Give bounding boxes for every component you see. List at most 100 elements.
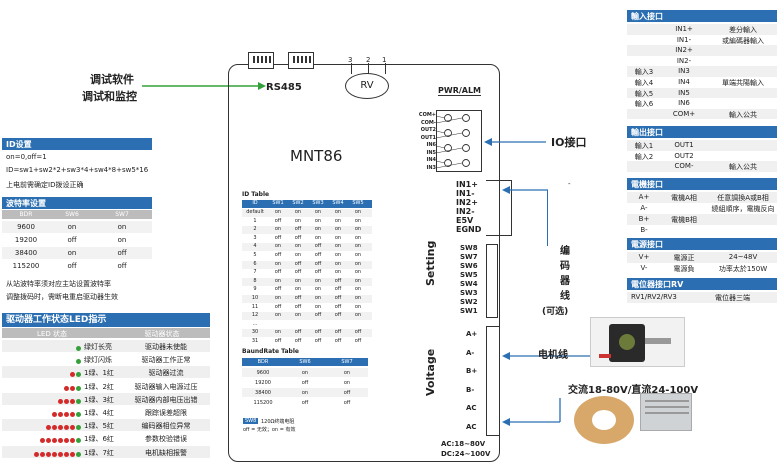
encoder-char-3: 器: [560, 276, 570, 287]
motor-power-arrows: [502, 352, 592, 426]
enc-pin-e5v: E5V: [456, 216, 474, 225]
power-motor-terminal[interactable]: [486, 326, 500, 436]
baud-note-2: 调整拨码时，需断电重启驱动器生效: [6, 293, 118, 301]
io-pin-in6: IN6: [426, 142, 436, 148]
model-name: MNT86: [290, 147, 343, 165]
led-indicator-dots: [76, 356, 82, 365]
led-row: 1绿、4红跟踪误差超限: [2, 406, 210, 418]
power-supply-label: 交流18-80V/直流24-100V: [568, 385, 699, 396]
io-pin-in5: IN5: [426, 149, 436, 156]
led-indicator-dots: [40, 435, 82, 444]
led-row: 1绿、7红电机缺相报警: [2, 445, 210, 458]
led-status-text: 驱动器过流: [148, 369, 184, 378]
io-arrow: [484, 138, 546, 146]
io-connector[interactable]: [436, 110, 482, 172]
motor-line-label: 电机线: [538, 350, 568, 361]
driver-body: [228, 64, 500, 462]
led-state-text: 绿灯长亮: [84, 343, 112, 351]
rs485-label: RS485: [266, 82, 302, 93]
io-pin-in3: IN3: [426, 164, 436, 171]
led-indicator-dots: [46, 422, 82, 431]
power-row: V-電源負功率太於150W: [640, 264, 768, 273]
io-pin-out1: OUT1: [420, 134, 436, 141]
io-pin-com-plus: COM+: [418, 112, 436, 118]
rv-potentiometer[interactable]: RV: [345, 73, 389, 99]
enc-pin-in1-minus: IN1-: [456, 189, 475, 198]
led-row: 绿灯闪烁驱动器工作正常: [2, 353, 210, 365]
led-status-text: 跟踪误差超限: [145, 409, 187, 417]
encoder-connector[interactable]: [486, 180, 512, 236]
voltage-range-dc: DC:24~100V: [441, 450, 491, 458]
debug-monitor-label: 调试和监控: [82, 90, 137, 103]
power-pin-ac1: AC: [466, 404, 477, 412]
led-state-text: 1绿、5红: [84, 422, 114, 431]
motor-row: B+電機B相: [627, 214, 777, 225]
setting-label: Setting: [424, 240, 437, 286]
led-status-text: 电机缺相报警: [145, 448, 187, 457]
sw7-label: SW7: [460, 253, 478, 261]
motor-row: A-繞組順序，電機反向: [640, 204, 775, 213]
led-indicator-dots: [58, 396, 82, 404]
stepper-motor-image: [590, 317, 685, 367]
rv-pin-2: 2: [366, 56, 371, 64]
enc-pin-in2-minus: IN2-: [456, 207, 475, 216]
motor-pin-a-plus: A+: [466, 330, 478, 338]
rj45-port-1[interactable]: [248, 52, 274, 69]
encoder-arrow: [502, 186, 548, 194]
io-interface-label: IO接口: [551, 136, 587, 149]
id-table-header: ID SW1 SW2 SW3 SW4 SW5: [242, 200, 372, 208]
rj45-port-2[interactable]: [288, 52, 314, 69]
dip-switch[interactable]: [486, 244, 498, 318]
sw8-note-values: off = 无效；on = 有效: [243, 427, 296, 433]
led-state-text: 1绿、1红: [84, 369, 114, 378]
sw8-note-badge: SW8: [243, 418, 259, 424]
voltage-label: Voltage: [424, 348, 437, 396]
encoder-char-1: 编: [560, 246, 570, 257]
io-pin-out2: OUT2: [420, 127, 436, 133]
pwr-alm-label: PWR/ALM: [438, 86, 482, 96]
potentiometer-title: 電位器接口RV: [627, 278, 777, 290]
enc-pin-in1-plus: IN1+: [456, 180, 478, 189]
sw6-label: SW6: [460, 262, 478, 270]
encoder-optional-label: (可选): [542, 307, 569, 317]
input-row: IN1-或編碼器輸入: [676, 35, 764, 45]
baud-settings-header: BDR SW6 SW7: [2, 210, 152, 219]
id-settings-title: ID设置: [2, 138, 152, 150]
led-row: 1绿、6红参数校验错误: [2, 432, 210, 444]
id-settings-note: 上电前需确定ID拨设正确: [6, 181, 84, 189]
sw5-label: SW5: [460, 271, 478, 279]
output-row: COM-輸入公共: [627, 161, 777, 172]
led-state-text: 1绿、3红: [84, 395, 114, 404]
led-state-text: 1绿、6红: [84, 435, 114, 444]
led-row: 1绿、2红驱动器输入电源过压: [2, 380, 210, 392]
input-row: IN2+: [627, 45, 777, 56]
baud-table-title: BaundRate Table: [242, 348, 299, 355]
led-indicator-dots: [64, 383, 82, 391]
sw8-note-desc: 120Ω终端电阻: [261, 419, 295, 425]
sw3-label: SW3: [460, 289, 478, 297]
